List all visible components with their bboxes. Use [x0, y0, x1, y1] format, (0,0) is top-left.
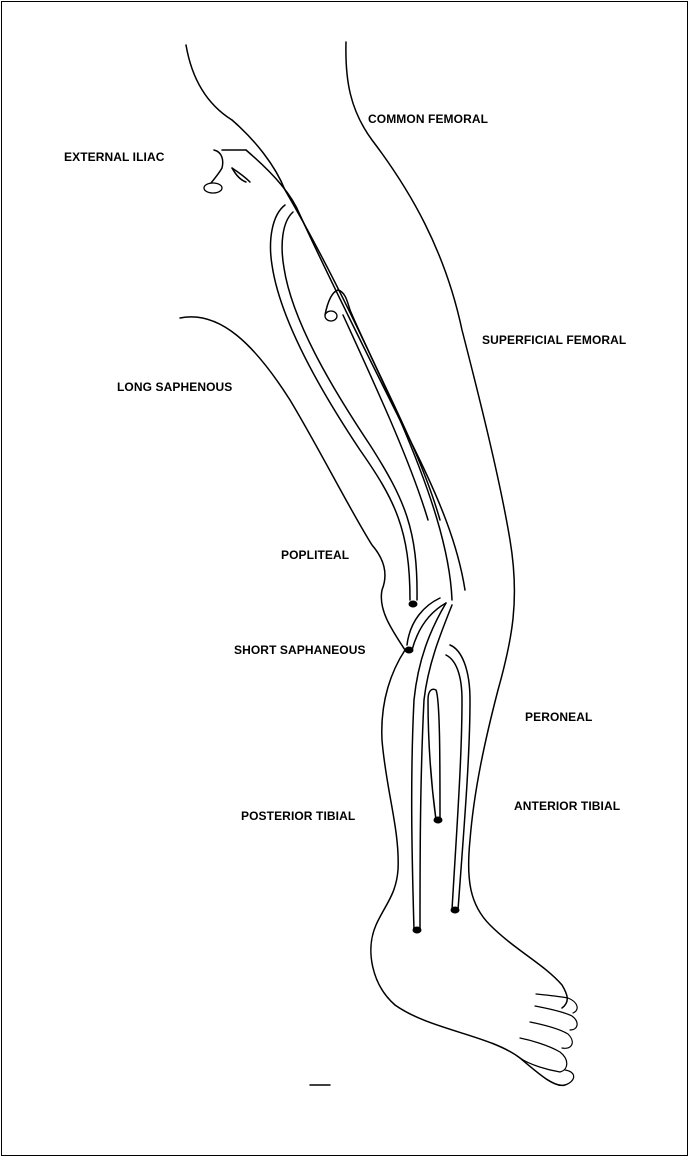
long-saphenous-end [409, 601, 417, 607]
toes [520, 994, 577, 1085]
thigh-branch-end [325, 311, 337, 321]
label-popliteal: POPLITEAL [281, 548, 349, 562]
anterior-tibial-end [451, 907, 459, 913]
long-saphenous-vein-inner [282, 212, 417, 600]
label-long-saphenous: LONG SAPHENOUS [117, 380, 232, 394]
label-common-femoral: COMMON FEMORAL [368, 112, 488, 126]
posterior-tibial-end [413, 927, 421, 933]
thigh-branch-long [343, 310, 440, 520]
leg-outline-back-thigh [186, 45, 232, 120]
label-external-iliac: EXTERNAL ILIAC [64, 150, 165, 164]
label-short-saphaneous: SHORT SAPHANEOUS [234, 643, 366, 657]
common-femoral-vein-inner [246, 150, 465, 590]
peroneal-vein [428, 689, 440, 820]
anterior-tibial-vein [446, 645, 470, 910]
peroneal-end [434, 817, 442, 823]
label-peroneal: PERONEAL [525, 710, 592, 724]
common-femoral-vein [232, 120, 452, 600]
label-posterior-tibial: POSTERIOR TIBIAL [241, 809, 355, 823]
label-superficial-femoral: SUPERFICIAL FEMORAL [482, 333, 626, 347]
posterior-tibial-vein [412, 603, 452, 930]
leg-outline-front [346, 42, 567, 1008]
label-anterior-tibial: ANTERIOR TIBIAL [514, 799, 620, 813]
leg-outline-back-knee [180, 317, 565, 1086]
short-saphaneous-end [405, 647, 413, 653]
external-iliac-end [204, 183, 222, 193]
